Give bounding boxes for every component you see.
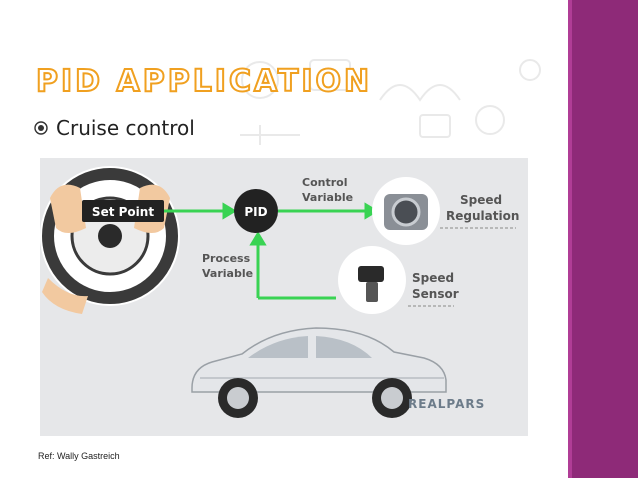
speed-sensor-line2: Sensor xyxy=(412,287,459,301)
throttle-body-icon xyxy=(372,177,440,245)
set-point-label: Set Point xyxy=(92,205,154,219)
car-icon xyxy=(191,327,447,418)
speed-regulation-line2: Regulation xyxy=(446,209,519,223)
control-variable-line2: Variable xyxy=(302,191,353,204)
bullet-item: Cruise control xyxy=(34,116,195,140)
realpars-logo: REALPARS xyxy=(408,397,485,411)
cruise-control-diagram: Set Point PID Control Variable Process V… xyxy=(40,158,528,436)
speed-sensor-line1: Speed xyxy=(412,271,454,285)
control-variable-line1: Control xyxy=(302,176,347,189)
reference-note: Ref: Wally Gastreich xyxy=(38,451,120,461)
side-accent-band xyxy=(568,0,638,478)
pid-node-label: PID xyxy=(244,205,267,219)
slide-title: PID Application xyxy=(35,63,373,100)
bullet-text: Cruise control xyxy=(56,116,195,140)
process-variable-line2: Variable xyxy=(202,267,253,280)
background-doodles xyxy=(240,59,541,145)
speed-sensor-icon xyxy=(338,246,406,314)
circle-bullet-icon xyxy=(34,121,48,135)
speed-regulation-line1: Speed xyxy=(460,193,502,207)
process-variable-line1: Process xyxy=(202,252,251,265)
